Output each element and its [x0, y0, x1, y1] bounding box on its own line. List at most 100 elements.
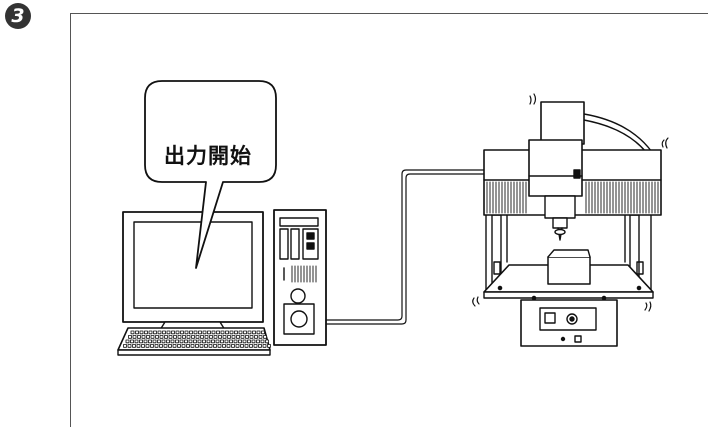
keyboard-key — [159, 335, 164, 339]
keyboard-key — [195, 335, 200, 339]
keyboard-key — [154, 344, 159, 348]
keyboard-key — [144, 330, 148, 335]
keyboard-key — [244, 344, 249, 348]
keyboard-key — [157, 339, 161, 344]
keyboard-key — [137, 335, 141, 339]
keyboard-key — [181, 344, 186, 348]
keyboard-key — [247, 339, 251, 344]
keyboard-key — [211, 330, 216, 335]
keyboard-key — [234, 330, 238, 335]
keyboard-key — [238, 339, 242, 344]
keyboard-key — [207, 330, 211, 335]
keyboard-key — [245, 335, 249, 339]
keyboard-key — [252, 330, 256, 335]
keyboard-key — [173, 335, 177, 339]
keyboard-key — [155, 335, 159, 339]
keyboard-key — [143, 339, 148, 344]
keyboard-key — [150, 335, 155, 339]
keyboard-key — [190, 344, 195, 348]
keyboard-key — [150, 344, 154, 348]
keyboard-key — [166, 339, 170, 344]
keyboard-key — [235, 344, 240, 348]
keyboard-key — [136, 344, 141, 348]
keyboard-key — [128, 335, 132, 339]
gantry-ribs — [486, 181, 659, 214]
connection-cable — [325, 169, 485, 325]
tower-vent — [291, 265, 317, 283]
keyboard-key — [204, 344, 208, 348]
keyboard-key — [260, 339, 265, 344]
keyboard-key — [130, 339, 134, 344]
keyboard-key — [197, 339, 202, 344]
keyboard-key — [249, 344, 253, 348]
keyboard-key — [229, 330, 234, 335]
keyboard-key — [258, 344, 262, 348]
keyboard-key — [182, 335, 186, 339]
keyboard-key — [224, 339, 229, 344]
keyboard-key — [229, 339, 233, 344]
keyboard-key — [220, 339, 224, 344]
keyboard-key — [199, 344, 204, 348]
keyboard-key — [263, 335, 267, 339]
keyboard-key — [226, 344, 231, 348]
keyboard-key — [157, 330, 162, 335]
keyboard-key — [152, 339, 157, 344]
keyboard-key — [202, 330, 207, 335]
keyboard-key — [215, 339, 220, 344]
keyboard-key — [127, 344, 132, 348]
speech-bubble — [144, 80, 277, 269]
keyboard-key — [188, 339, 193, 344]
keyboard-key — [231, 335, 236, 339]
keyboard-key — [243, 330, 247, 335]
keyboard-key — [227, 335, 231, 339]
keyboard-key — [193, 330, 198, 335]
keyboard-key — [148, 339, 152, 344]
keyboard-key — [254, 335, 258, 339]
keyboard-key — [130, 330, 135, 335]
keyboard-key — [262, 344, 267, 348]
vibration-marks — [472, 93, 669, 312]
keyboard-key — [193, 339, 197, 344]
keyboard-key — [161, 339, 166, 344]
keyboard-key — [236, 335, 240, 339]
keyboard-key — [217, 344, 222, 348]
keyboard-key — [177, 344, 181, 348]
frame-left-border — [70, 13, 71, 427]
keyboard-key — [125, 339, 130, 344]
keyboard-key — [231, 344, 235, 348]
pc-tower — [273, 209, 327, 346]
keyboard-key — [267, 344, 271, 348]
keyboard-key — [253, 344, 258, 348]
frame-top-border — [70, 13, 708, 14]
keyboard-key — [258, 335, 263, 339]
keyboard-key — [222, 344, 226, 348]
keyboard-key — [186, 344, 190, 348]
keyboard-key — [218, 335, 222, 339]
keyboard-key — [213, 335, 218, 339]
keyboard-key — [184, 339, 188, 344]
keyboard-key — [225, 330, 229, 335]
keyboard-key — [135, 330, 139, 335]
keyboard-key — [172, 344, 177, 348]
keyboard-key — [220, 330, 225, 335]
keyboard-key — [202, 339, 206, 344]
keyboard-key — [222, 335, 227, 339]
keyboard-key — [162, 330, 166, 335]
keyboard-key — [164, 335, 168, 339]
keyboard-key — [175, 339, 179, 344]
keyboard-key — [240, 335, 245, 339]
keyboard-key — [145, 344, 150, 348]
keyboard-key — [198, 330, 202, 335]
step-number-badge: 3 — [4, 2, 32, 30]
keyboard-key — [177, 335, 182, 339]
keyboard-key — [139, 339, 143, 344]
callout-text: 出力開始 — [164, 144, 252, 168]
keyboard-key — [208, 344, 213, 348]
keyboard-key — [132, 335, 137, 339]
keyboard-key — [189, 330, 193, 335]
keyboard-keys — [123, 330, 271, 348]
keyboard-key — [132, 344, 136, 348]
keyboard-key — [166, 330, 171, 335]
keyboard-key — [256, 339, 260, 344]
